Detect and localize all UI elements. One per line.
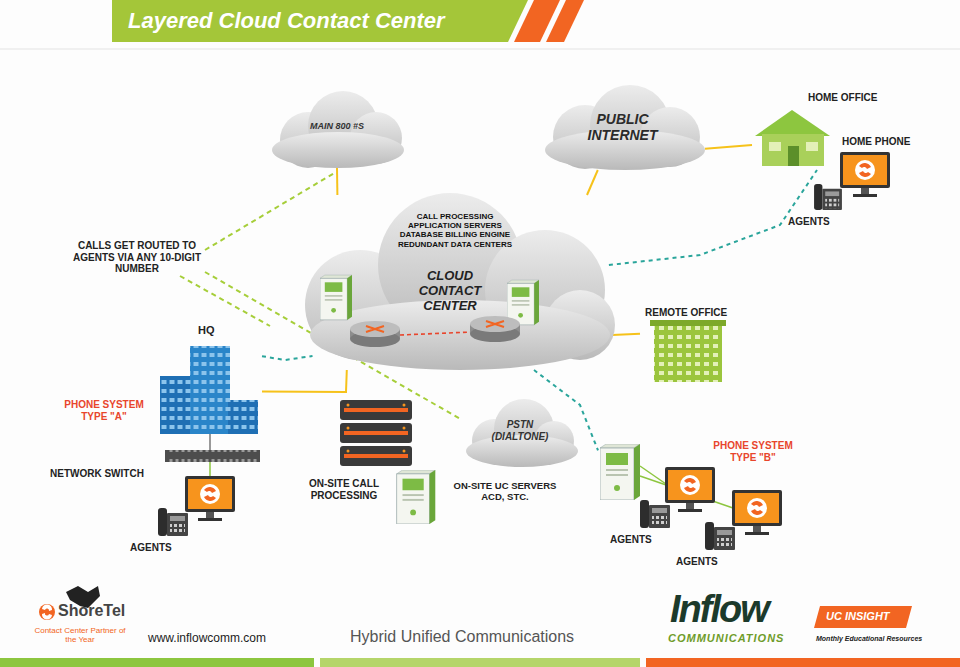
label: AGENTS: [130, 542, 180, 554]
node-text: HOME OFFICE: [808, 92, 882, 104]
label: Contact Center Partner of the Year: [30, 626, 130, 644]
cloud-body: [305, 193, 615, 370]
office-building: REMOTE OFFICE: [640, 305, 740, 385]
node-text: CALL PROCESSING APPLICATION SERVERS DATA…: [390, 212, 520, 249]
cloud-shape: MAIN 800 #S: [268, 88, 406, 168]
node-text: PSTN (DIALTONE): [480, 419, 560, 442]
cloud-shape: PUBLIC INTERNET: [540, 85, 705, 170]
cloud-shape: PSTN (DIALTONE): [462, 393, 577, 471]
server-tower: ON-SITE UC SERVERS ACD, STC.: [392, 468, 564, 524]
node-text: CLOUD CONTACT CENTER: [394, 269, 506, 314]
node-text: MAIN 800 #S: [268, 121, 406, 131]
label: NETWORK SWITCH: [50, 468, 160, 480]
cloud-body: [545, 85, 705, 170]
node-text: HQ: [198, 324, 232, 337]
connector: [262, 370, 347, 392]
hq-building: HQ: [150, 322, 262, 436]
connector: [612, 334, 640, 335]
cloud-body: [466, 399, 578, 467]
node-text: ON-SITE UC SERVERS ACD, STC.: [446, 481, 564, 503]
connector: [587, 170, 598, 195]
label: AGENTS: [610, 534, 660, 546]
label: HOME PHONE: [842, 136, 922, 148]
label: Inflow: [670, 588, 820, 632]
house-icon: HOME OFFICE: [752, 92, 882, 170]
caption: Hybrid Unified Communications: [350, 628, 630, 646]
label: PHONE SYSTEM TYPE "A": [50, 399, 158, 422]
label: CALLS GET ROUTED TO AGENTS VIA ANY 10-DI…: [66, 240, 208, 275]
label: www.inflowcomm.com: [148, 632, 288, 646]
label: COMMUNICATIONS: [668, 632, 818, 645]
cloud-shape: CALL PROCESSING APPLICATION SERVERS DATA…: [300, 195, 612, 370]
node-text: ON-SITE CALL PROCESSING: [300, 478, 388, 501]
node-text: PUBLIC INTERNET: [575, 111, 670, 143]
label: ShoreTel: [58, 602, 138, 620]
badge-text: UC INSIGHT: [826, 610, 906, 623]
node-text: REMOTE OFFICE: [645, 307, 740, 319]
cloud-base: [272, 132, 404, 168]
label: Monthly Educational Resources: [816, 635, 956, 643]
label: AGENTS: [676, 556, 726, 568]
title: Layered Cloud Contact Center: [128, 8, 508, 33]
dashed-connector: [262, 356, 313, 360]
label: AGENTS: [788, 216, 838, 228]
node-text: PHONE SYSTEM TYPE "B": [708, 440, 798, 463]
server-stack: ON-SITE CALL PROCESSING: [300, 398, 412, 506]
connector: [705, 145, 752, 149]
dashed-connector: [609, 170, 817, 265]
server-tower: PHONE SYSTEM TYPE "B": [598, 438, 798, 500]
connector: [336, 168, 338, 195]
